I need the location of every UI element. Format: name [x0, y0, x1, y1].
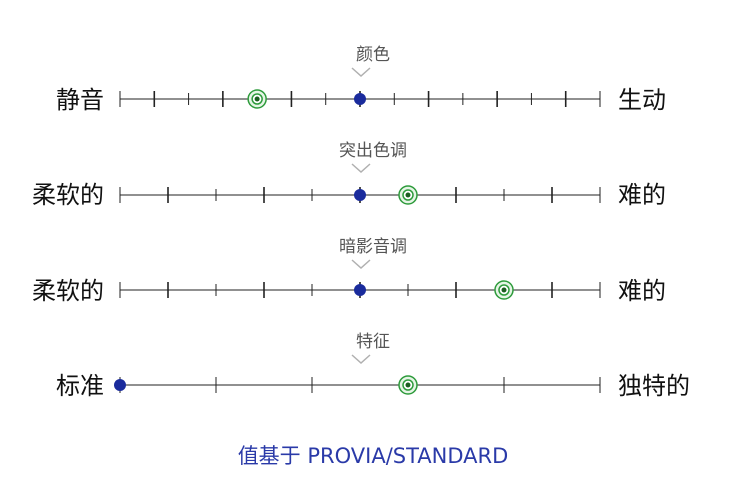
right-label: 难的 [618, 277, 666, 305]
base-value-marker [354, 284, 366, 296]
base-value-note: 值基于 PROVIA/STANDARD [237, 444, 509, 468]
row-title: 特征 [356, 332, 390, 352]
left-label: 柔软的 [32, 277, 104, 305]
chevron-down-icon [351, 259, 371, 270]
row-title: 暗影音调 [339, 237, 407, 257]
slider-track[interactable] [114, 375, 602, 395]
row-title: 颜色 [356, 45, 390, 65]
chevron-down-icon [351, 354, 371, 365]
current-value-dot [405, 192, 411, 198]
slider-track[interactable] [118, 89, 602, 109]
current-value-dot [501, 287, 507, 293]
base-value-marker [354, 189, 366, 201]
right-label: 生动 [618, 86, 666, 114]
slider-svg[interactable] [118, 280, 602, 300]
slider-svg[interactable] [114, 375, 602, 395]
chevron-down-icon [351, 67, 371, 78]
right-label: 难的 [618, 181, 666, 209]
left-label: 标准 [56, 372, 104, 400]
base-value-marker [114, 379, 126, 391]
current-value-dot [405, 382, 411, 388]
slider-track[interactable] [118, 185, 602, 205]
slider-svg[interactable] [118, 185, 602, 205]
base-value-marker [354, 93, 366, 105]
current-value-dot [254, 96, 260, 102]
slider-svg[interactable] [118, 89, 602, 109]
row-title: 突出色调 [339, 141, 407, 161]
slider-track[interactable] [118, 280, 602, 300]
right-label: 独特的 [618, 372, 690, 400]
chevron-down-icon [351, 163, 371, 174]
left-label: 柔软的 [32, 181, 104, 209]
left-label: 静音 [56, 86, 104, 114]
